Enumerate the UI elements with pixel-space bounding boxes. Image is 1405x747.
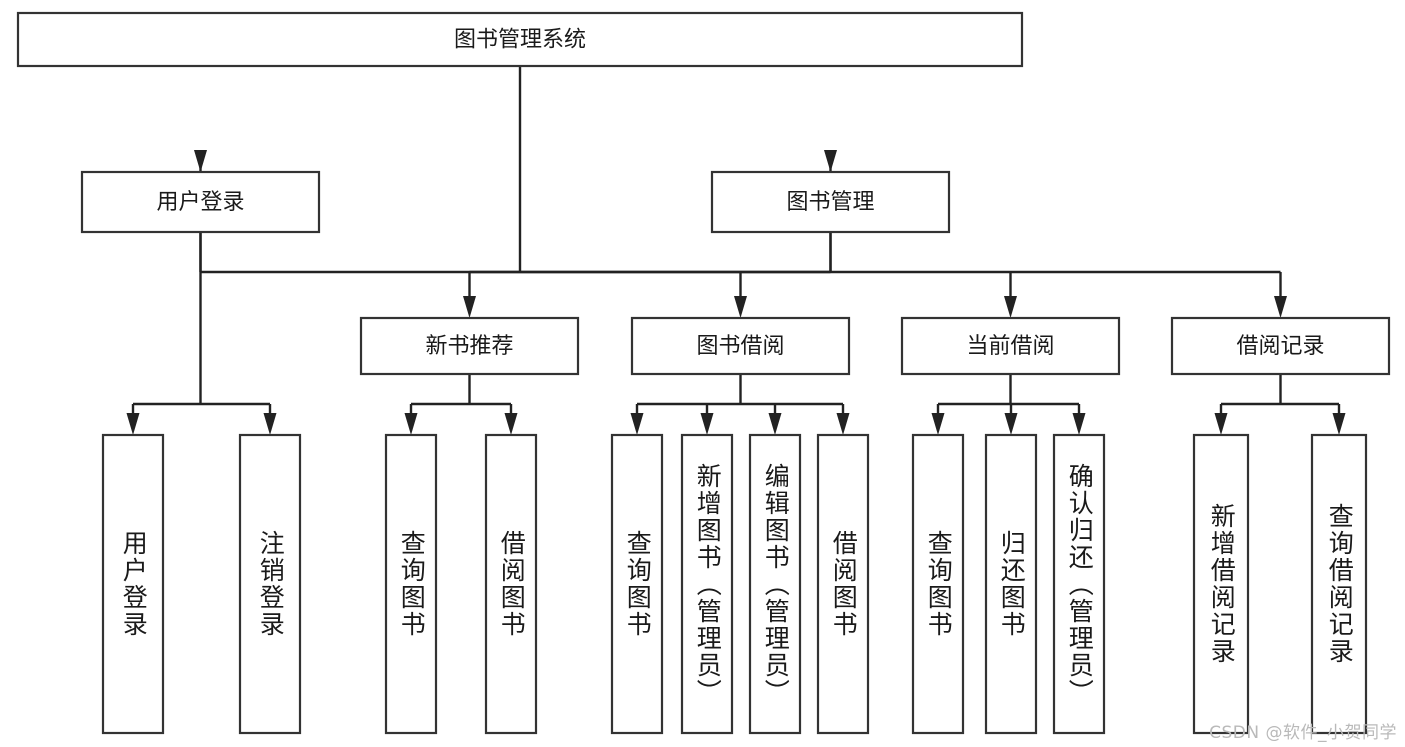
node-borrow-record[interactable]: 借阅记录 [1170, 316, 1391, 376]
node-user-login[interactable]: 用户登录 [80, 170, 321, 234]
node-book-borrow[interactable]: 图书借阅 [630, 316, 851, 376]
node-book-manage[interactable]: 图书管理 [710, 170, 951, 234]
book-borrow-to-leaves-arrow-3 [836, 413, 850, 435]
node-leaf-add-book[interactable] [680, 433, 734, 735]
node-leaf-logout-login[interactable] [238, 433, 302, 735]
node-user-login-label: 用户登录 [156, 190, 244, 215]
bookmanage-to-level3-arrow-1 [734, 296, 747, 318]
node-leaf-return-book[interactable] [984, 433, 1038, 735]
node-new-book-recommend-label: 新书推荐 [425, 334, 513, 359]
root-to-level2-arrow-1 [824, 150, 837, 172]
book-borrow-to-leaves-arrow-0 [630, 413, 644, 435]
user-login-to-leaves-arrow-0 [126, 413, 140, 435]
node-leaf-borrow-book-2-box[interactable] [816, 433, 870, 735]
borrow-record-to-leaves-arrow-1 [1332, 413, 1346, 435]
edges-layer [126, 66, 1346, 435]
root-to-level2-arrow-0 [194, 150, 207, 172]
current-borrow-to-leaves-arrow-2 [1072, 413, 1086, 435]
csdn-watermark: CSDN @软件_小贺同学 [1209, 723, 1397, 743]
node-leaf-add-record[interactable] [1192, 433, 1250, 735]
node-leaf-add-record-box[interactable] [1192, 433, 1250, 735]
node-leaf-return-book-box[interactable] [984, 433, 1038, 735]
bookmanage-to-level3-arrow-2 [1004, 296, 1017, 318]
node-book-borrow-box[interactable] [630, 316, 851, 376]
node-root-root[interactable]: 图书管理系统 [16, 11, 1024, 68]
node-leaf-query-book-2[interactable] [610, 433, 664, 735]
node-root-root-label: 图书管理系统 [454, 28, 586, 53]
node-new-book-recommend[interactable]: 新书推荐 [359, 316, 580, 376]
node-leaf-borrow-book-1-box[interactable] [484, 433, 538, 735]
new-book-recommend-to-leaves-arrow-1 [504, 413, 518, 435]
node-leaf-confirm-return-box[interactable] [1052, 433, 1106, 735]
node-new-book-recommend-box[interactable] [359, 316, 580, 376]
node-leaf-user-login[interactable] [101, 433, 165, 735]
node-leaf-confirm-return[interactable] [1052, 433, 1106, 735]
book-borrow-to-leaves-arrow-1 [700, 413, 714, 435]
new-book-recommend-to-leaves-arrow-0 [404, 413, 418, 435]
book-borrow-to-leaves-arrow-2 [768, 413, 782, 435]
node-leaf-query-book-1-box[interactable] [384, 433, 438, 735]
node-borrow-record-label: 借阅记录 [1236, 334, 1324, 359]
node-leaf-query-book-3-box[interactable] [911, 433, 965, 735]
node-leaf-user-login-box[interactable] [101, 433, 165, 735]
node-book-manage-label: 图书管理 [786, 190, 874, 215]
node-leaf-query-book-2-box[interactable] [610, 433, 664, 735]
node-root-root-box[interactable] [16, 11, 1024, 68]
node-leaf-query-book-1[interactable] [384, 433, 438, 735]
bookmanage-to-level3-arrow-0 [463, 296, 476, 318]
node-book-borrow-label: 图书借阅 [696, 334, 784, 359]
node-leaf-edit-book-box[interactable] [748, 433, 802, 735]
node-leaf-add-book-box[interactable] [680, 433, 734, 735]
node-leaf-query-book-3[interactable] [911, 433, 965, 735]
current-borrow-to-leaves-arrow-1 [1004, 413, 1018, 435]
node-leaf-query-record-box[interactable] [1310, 433, 1368, 735]
node-current-borrow[interactable]: 当前借阅 [900, 316, 1121, 376]
borrow-record-to-leaves-arrow-0 [1214, 413, 1228, 435]
bookmanage-to-level3-arrow-3 [1274, 296, 1287, 318]
node-current-borrow-box[interactable] [900, 316, 1121, 376]
node-leaf-edit-book[interactable] [748, 433, 802, 735]
node-current-borrow-label: 当前借阅 [966, 334, 1054, 359]
node-borrow-record-box[interactable] [1170, 316, 1391, 376]
node-book-manage-box[interactable] [710, 170, 951, 234]
current-borrow-to-leaves-arrow-0 [931, 413, 945, 435]
node-leaf-borrow-book-1[interactable] [484, 433, 538, 735]
node-leaf-query-record[interactable] [1310, 433, 1368, 735]
user-login-to-leaves-arrow-1 [263, 413, 277, 435]
node-leaf-logout-login-box[interactable] [238, 433, 302, 735]
node-leaf-borrow-book-2[interactable] [816, 433, 870, 735]
node-user-login-box[interactable] [80, 170, 321, 234]
